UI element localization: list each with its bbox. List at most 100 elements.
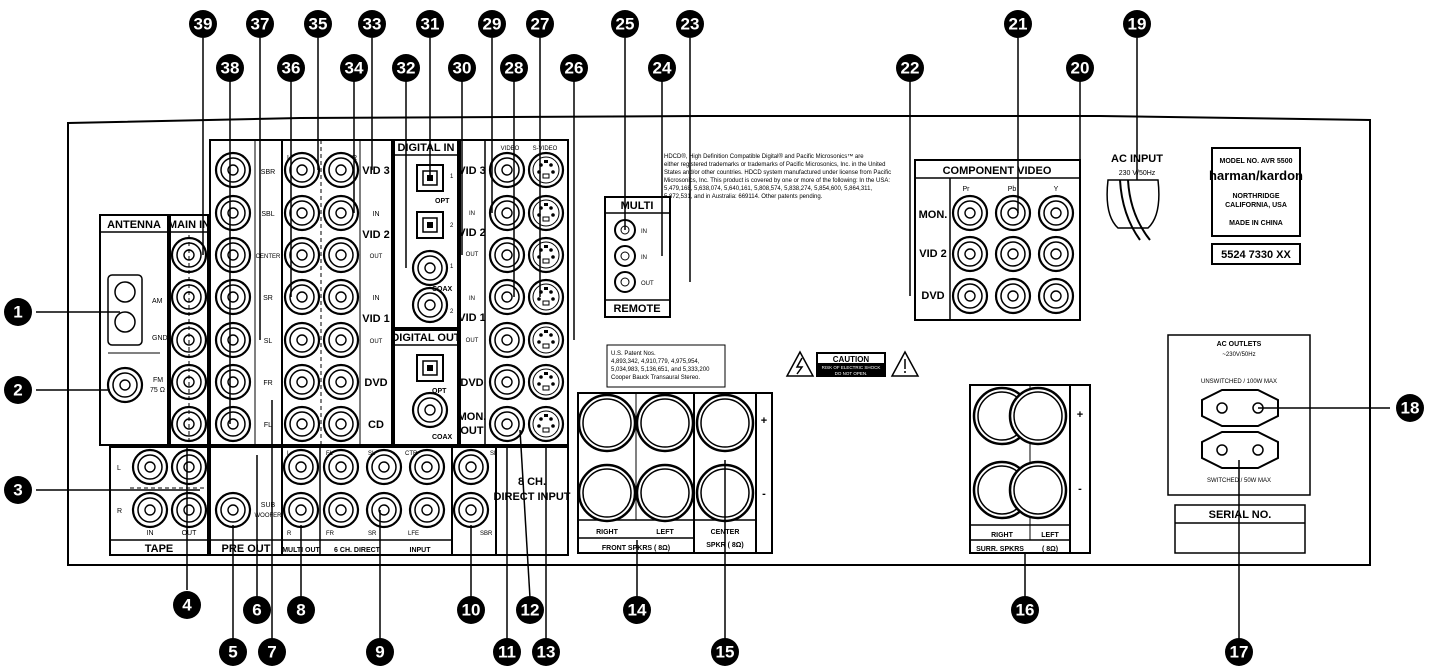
- patent-line-1: U.S. Patent Nos.: [611, 351, 656, 357]
- vid3-svideo-jack[interactable]: [527, 151, 565, 189]
- digital-in-opt2-jack[interactable]: [416, 211, 444, 239]
- tape-in-l-jack[interactable]: [131, 448, 169, 486]
- vid1-out-label: OUT: [370, 339, 383, 345]
- am-terminal[interactable]: [114, 281, 136, 303]
- vid2-out-video-jack[interactable]: [488, 236, 526, 274]
- vid2-out-label: OUT: [370, 254, 383, 260]
- callout-28: 28: [505, 59, 524, 78]
- dvd-svideo-jack[interactable]: [527, 363, 565, 401]
- surr-left-plus-post[interactable]: [1008, 386, 1068, 446]
- vid2-in-video-jack[interactable]: [488, 194, 526, 232]
- mon-pr-jack[interactable]: [951, 194, 989, 232]
- vid2-out-svideo-jack[interactable]: [527, 236, 565, 274]
- vid1-in-video-jack[interactable]: [488, 278, 526, 316]
- surr-left-minus-post[interactable]: [1008, 460, 1068, 520]
- dvd-pr-jack[interactable]: [951, 277, 989, 315]
- callout-14: 14: [628, 601, 647, 620]
- callouts: 1 2 3 4 5 6 7 8 9 10 11 12 13 14 15 16 1…: [4, 10, 1424, 666]
- multi-out-r-jack[interactable]: [282, 491, 320, 529]
- cd-r-jack[interactable]: [322, 405, 360, 443]
- pre-out-sr-jack[interactable]: [214, 278, 252, 316]
- vid2-in-l-jack[interactable]: [283, 194, 321, 232]
- pre-out-sbr-jack[interactable]: [214, 151, 252, 189]
- switched-outlet[interactable]: [1201, 431, 1279, 469]
- direct-in-lfe-jack[interactable]: [408, 491, 446, 529]
- digital-out-coax-jack[interactable]: [411, 391, 449, 429]
- vid3-label: VID 3: [362, 165, 390, 177]
- dvd-l-jack[interactable]: [283, 363, 321, 401]
- pre-out-fl-jack[interactable]: [214, 405, 252, 443]
- vid3-l-jack[interactable]: [283, 151, 321, 189]
- unswitched-outlet[interactable]: [1201, 389, 1279, 427]
- dvd-pb-jack[interactable]: [994, 277, 1032, 315]
- vid2-in-svideo-jack[interactable]: [527, 194, 565, 232]
- direct-in-sbr-jack[interactable]: [452, 491, 490, 529]
- mon-out-svideo-jack[interactable]: [527, 405, 565, 443]
- mon-y-jack[interactable]: [1037, 194, 1075, 232]
- front-speakers-section: RIGHT LEFT FRONT SPKRS ( 8Ω) CENTER SPKR…: [577, 392, 773, 554]
- six-ch-input-section: L R MULTI OUT FL SL CTR FR SR LFE 6 CH. …: [281, 446, 571, 556]
- vid1-in-l-jack[interactable]: [283, 278, 321, 316]
- center-plus-post[interactable]: [695, 393, 755, 453]
- vid2-out-l-jack[interactable]: [283, 236, 321, 274]
- callout-11: 11: [498, 643, 516, 662]
- vid3-r-jack[interactable]: [322, 151, 360, 189]
- direct-in-sbl-jack[interactable]: [452, 448, 490, 486]
- pre-out-sbl-jack[interactable]: [214, 194, 252, 232]
- mon-pb-jack[interactable]: [994, 194, 1032, 232]
- tape-out-r-jack[interactable]: [170, 491, 208, 529]
- front-left-minus-post[interactable]: [635, 463, 695, 523]
- video-vid3-label: VID 3: [458, 165, 486, 177]
- vid1-out-svideo-jack[interactable]: [527, 321, 565, 359]
- vid3-video-jack[interactable]: [488, 151, 526, 189]
- tape-r-label: R: [117, 508, 122, 515]
- gnd-terminal[interactable]: [114, 311, 136, 333]
- dvd-video-jack[interactable]: [488, 363, 526, 401]
- vid2-y-jack[interactable]: [1037, 235, 1075, 273]
- vid1-out-video-jack[interactable]: [488, 321, 526, 359]
- dvd-y-jack[interactable]: [1037, 277, 1075, 315]
- vid1-in-r-jack[interactable]: [322, 278, 360, 316]
- power-cord-icon[interactable]: [1106, 179, 1160, 229]
- front-left-plus-post[interactable]: [635, 393, 695, 453]
- cd-l-jack[interactable]: [283, 405, 321, 443]
- callout-10: 10: [462, 601, 481, 620]
- ac-outlets-section: AC OUTLETS ~230V/50Hz UNSWITCHED / 100W …: [1167, 334, 1311, 496]
- serial-number-box: SERIAL NO.: [1174, 504, 1306, 554]
- vid2-out-r-jack[interactable]: [322, 236, 360, 274]
- pre-out-center-jack[interactable]: [214, 236, 252, 274]
- vid2-pr-jack[interactable]: [951, 235, 989, 273]
- front-right-minus-post[interactable]: [577, 463, 637, 523]
- digital-out-title: DIGITAL OUT: [391, 332, 461, 344]
- digital-out-opt-jack[interactable]: [416, 354, 444, 382]
- callout-22: 22: [901, 59, 920, 78]
- digital-in-coax1-jack[interactable]: [411, 249, 449, 287]
- in-fr-label: FR: [326, 531, 335, 537]
- vid1-in-svideo-jack[interactable]: [527, 278, 565, 316]
- sub-woofer-jack[interactable]: [214, 491, 252, 529]
- front-right-plus-post[interactable]: [577, 393, 637, 453]
- mon-out-video-jack[interactable]: [488, 405, 526, 443]
- direct-in-sr-jack[interactable]: [365, 491, 403, 529]
- made-in-text: MADE IN CHINA: [1229, 220, 1283, 227]
- pre-out-fr-jack[interactable]: [214, 363, 252, 401]
- vid2-in-r-jack[interactable]: [322, 194, 360, 232]
- coax2-num: 2: [450, 309, 454, 315]
- digital-in-coax2-jack[interactable]: [411, 286, 449, 324]
- ch-fl-label: FL: [264, 422, 272, 429]
- vid1-out-r-jack[interactable]: [322, 321, 360, 359]
- multi-out-r-label: R: [287, 531, 292, 537]
- dvd-r-jack[interactable]: [322, 363, 360, 401]
- tape-out-l-jack[interactable]: [170, 448, 208, 486]
- antenna-title: ANTENNA: [107, 219, 161, 231]
- direct-in-fr-jack[interactable]: [322, 491, 360, 529]
- pre-out-sl-jack[interactable]: [214, 321, 252, 359]
- tape-in-r-jack[interactable]: [131, 491, 169, 529]
- callout-27: 27: [531, 15, 550, 34]
- brand-name: harman/kardon: [1209, 168, 1303, 183]
- fm-jack[interactable]: [106, 366, 144, 404]
- vid2-pb-jack[interactable]: [994, 235, 1032, 273]
- vid1-out-l-jack[interactable]: [283, 321, 321, 359]
- vid2-label: VID 2: [362, 229, 390, 241]
- tape-l-label: L: [117, 465, 121, 472]
